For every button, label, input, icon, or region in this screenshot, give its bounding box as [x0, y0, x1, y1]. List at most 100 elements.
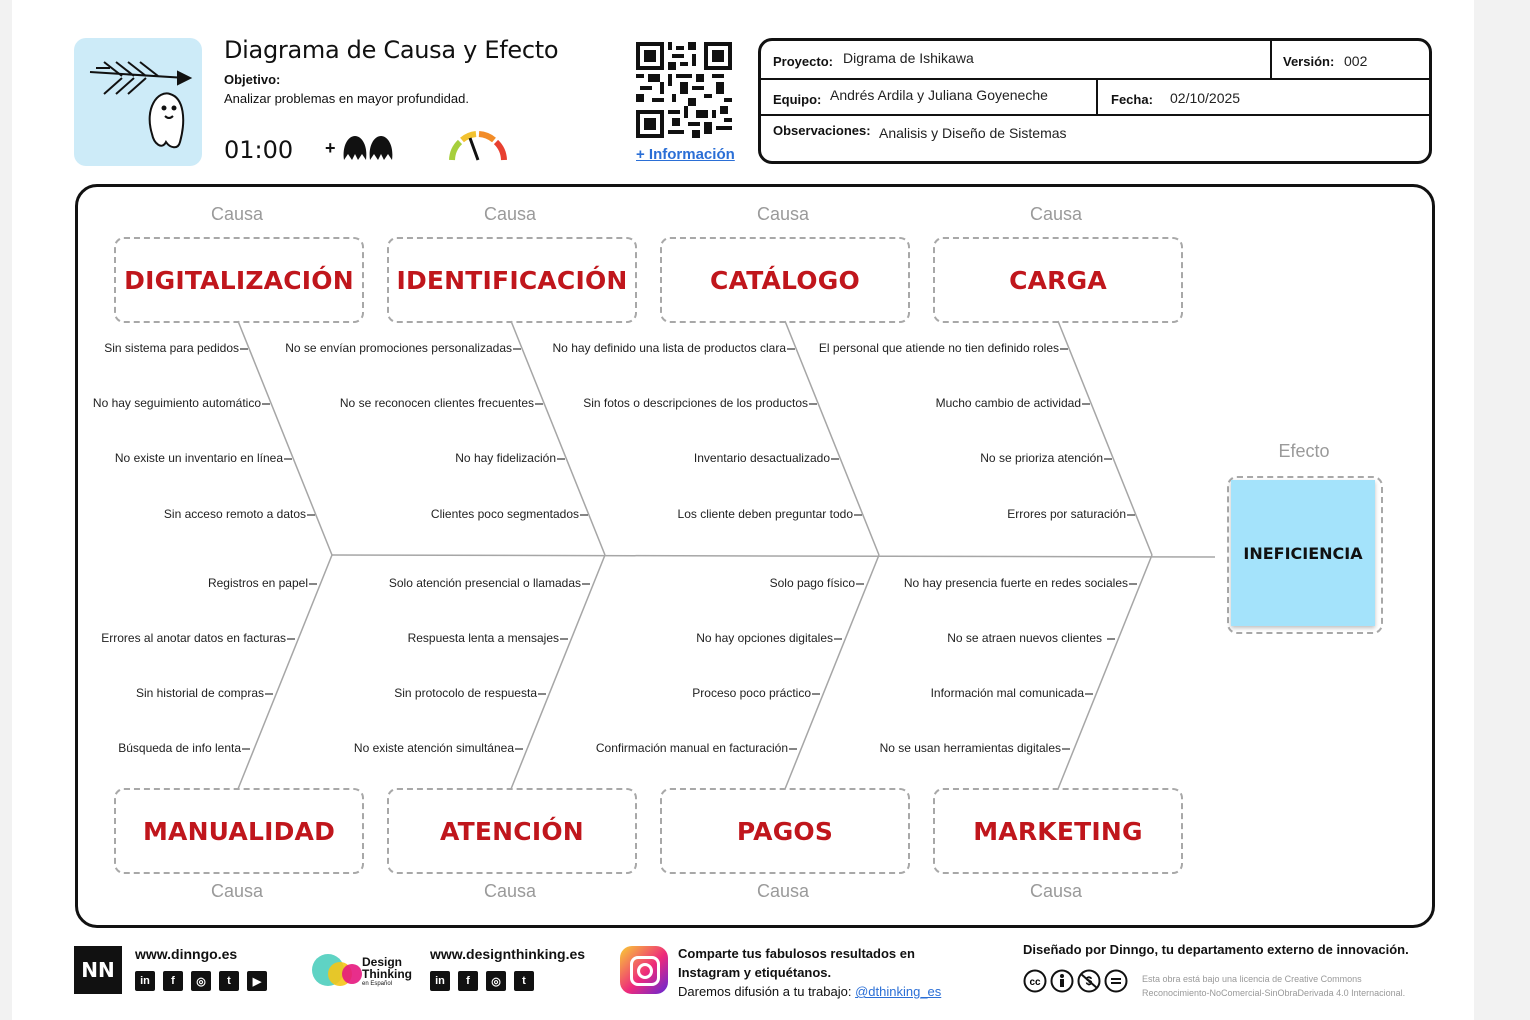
sub-cause[interactable]: Mucho cambio de actividad — [935, 396, 1081, 410]
linkedin-icon[interactable]: in — [430, 971, 450, 991]
design-thinking-url[interactable]: www.designthinking.es — [430, 946, 586, 962]
sub-cause[interactable]: Confirmación manual en facturación — [595, 741, 788, 755]
project-label: Proyecto: — [773, 54, 833, 69]
svg-text:cc: cc — [1029, 977, 1041, 988]
design-thinking-wordmark: Design Thinking en Español — [362, 956, 412, 988]
cause-label: Causa — [210, 204, 264, 224]
effect-frame — [1227, 476, 1383, 634]
date-label: Fecha: — [1111, 92, 1153, 107]
sub-cause[interactable]: Errores por saturación — [1007, 507, 1126, 521]
cause-label: Causa — [756, 881, 810, 901]
bone-digitalizacion — [237, 320, 333, 556]
noncommercial-icon: $ — [1077, 969, 1101, 993]
effect-label: Efecto — [1278, 441, 1330, 461]
cause-label: Causa — [483, 881, 537, 901]
cause-label: Causa — [756, 204, 810, 224]
facebook-icon[interactable]: f — [458, 971, 478, 991]
sub-cause[interactable]: No hay presencia fuerte en redes sociale… — [903, 576, 1128, 590]
linkedin-icon[interactable]: in — [135, 971, 155, 991]
people-prefix: + — [325, 138, 336, 158]
fishbone-lines — [237, 320, 1216, 790]
effect-box[interactable]: INEFICIENCIA — [1231, 480, 1375, 626]
sub-cause[interactable]: No se prioriza atención — [980, 451, 1103, 465]
sub-cause[interactable]: Los cliente deben preguntar todo — [677, 507, 853, 521]
sub-cause[interactable]: No se reconocen clientes frecuentes — [339, 396, 534, 410]
sub-cause[interactable]: Respuesta lenta a mensajes — [407, 631, 559, 645]
cause-label: Causa — [483, 204, 537, 224]
dt-logo-line3: en Español — [362, 981, 393, 987]
sub-cause[interactable]: No se atraen nuevos clientes — [947, 631, 1102, 645]
sub-cause[interactable]: Sin protocolo de respuesta — [394, 686, 537, 700]
sub-cause[interactable]: Solo atención presencial o llamadas — [388, 576, 581, 590]
sub-cause[interactable]: Solo pago físico — [769, 576, 855, 590]
sub-cause[interactable]: Registros en papel — [207, 576, 308, 590]
cause-box-manualidad[interactable]: MANUALIDAD — [114, 788, 364, 874]
sub-cause[interactable]: Proceso poco práctico — [692, 686, 811, 700]
objective-label: Objetivo: — [224, 72, 281, 87]
instagram-icon[interactable]: ◎ — [486, 971, 506, 991]
sub-cause[interactable]: No hay definido una lista de productos c… — [552, 341, 786, 355]
designed-by: Diseñado por Dinngo, tu departamento ext… — [1023, 942, 1409, 957]
people-icon — [340, 132, 396, 167]
notes-value[interactable]: Analisis y Diseño de Sistemas — [879, 125, 1067, 141]
sub-cause[interactable]: No hay opciones digitales — [696, 631, 833, 645]
twitter-icon[interactable]: t — [514, 971, 534, 991]
fishbone-logo — [74, 38, 202, 166]
dinngo-logo: NN — [74, 946, 122, 994]
team-label: Equipo: — [773, 92, 822, 107]
dinngo-url[interactable]: www.dinngo.es — [135, 946, 238, 962]
youtube-icon[interactable]: ▶ — [247, 971, 267, 991]
sub-cause[interactable]: Sin acceso remoto a datos — [163, 507, 306, 521]
share-line3: Daremos difusión a tu trabajo: — [678, 984, 852, 999]
facebook-icon[interactable]: f — [163, 971, 183, 991]
share-message: Comparte tus fabulosos resultados en Ins… — [678, 944, 941, 1001]
sub-cause[interactable]: El personal que atiende no tien definido… — [818, 341, 1059, 355]
sub-cause[interactable]: Clientes poco segmentados — [430, 507, 579, 521]
project-info-table: Proyecto: Digrama de Ishikawa Versión: 0… — [758, 38, 1432, 164]
cause-box-carga[interactable]: CARGA — [933, 237, 1183, 323]
difficulty-gauge-icon — [448, 130, 508, 169]
cause-box-atencion[interactable]: ATENCIÓN — [387, 788, 637, 874]
attribution-icon — [1050, 969, 1074, 993]
instagram-handle-link[interactable]: @dthinking_es — [855, 984, 942, 999]
date-value[interactable]: 02/10/2025 — [1170, 90, 1241, 106]
instagram-icon[interactable]: ◎ — [191, 971, 211, 991]
sub-cause[interactable]: No hay fidelización — [455, 451, 556, 465]
sub-cause[interactable]: No hay seguimiento automático — [92, 396, 261, 410]
cause-box-marketing[interactable]: MARKETING — [933, 788, 1183, 874]
sub-cause[interactable]: No se envían promociones personalizadas — [285, 341, 512, 355]
cause-box-pagos[interactable]: PAGOS — [660, 788, 910, 874]
sub-cause[interactable]: Búsqueda de info lenta — [118, 741, 241, 755]
cause-label: Causa — [1029, 881, 1083, 901]
version-value[interactable]: 002 — [1344, 53, 1368, 69]
sub-cause[interactable]: Inventario desactualizado — [693, 451, 830, 465]
cause-box-identificacion[interactable]: IDENTIFICACIÓN — [387, 237, 637, 323]
dt-logo-line2: Thinking — [362, 967, 412, 981]
timer: 01:00 — [224, 136, 294, 164]
cause-box-digitalizacion[interactable]: DIGITALIZACIÓN — [114, 237, 364, 323]
team-value[interactable]: Andrés Ardila y Juliana Goyeneche — [830, 87, 1048, 103]
qr-code[interactable] — [636, 42, 732, 143]
share-line2: Instagram y etiquétanos. — [678, 965, 832, 980]
twitter-icon[interactable]: t — [219, 971, 239, 991]
spine-line — [331, 554, 1216, 558]
sub-cause[interactable]: Sin historial de compras — [135, 686, 264, 700]
worksheet: Diagrama de Causa y Efecto Objetivo: Ana… — [12, 0, 1474, 1020]
share-line1: Comparte tus fabulosos resultados en — [678, 946, 915, 961]
sub-cause[interactable]: Errores al anotar datos en facturas — [101, 631, 286, 645]
sub-cause[interactable]: No existe un inventario en línea — [114, 451, 283, 465]
bone-manualidad — [237, 554, 333, 790]
project-value[interactable]: Digrama de Ishikawa — [843, 50, 974, 66]
bone-identificacion — [510, 320, 606, 556]
dinngo-social-links: in f ◎ t ▶ — [135, 971, 267, 991]
sub-cause[interactable]: Sin fotos o descripciones de los product… — [583, 396, 808, 410]
more-info-link[interactable]: + Información — [636, 146, 735, 163]
dt-social-links: in f ◎ t — [430, 971, 534, 991]
sub-cause[interactable]: No existe atención simultánea — [353, 741, 514, 755]
bone-atencion — [510, 554, 606, 790]
cause-box-catalogo[interactable]: CATÁLOGO — [660, 237, 910, 323]
sub-cause[interactable]: No se usan herramientas digitales — [879, 741, 1061, 755]
sub-cause[interactable]: Información mal comunicada — [930, 686, 1084, 700]
sub-cause[interactable]: Sin sistema para pedidos — [104, 341, 239, 355]
creative-commons-icons: cc $ — [1023, 969, 1128, 993]
